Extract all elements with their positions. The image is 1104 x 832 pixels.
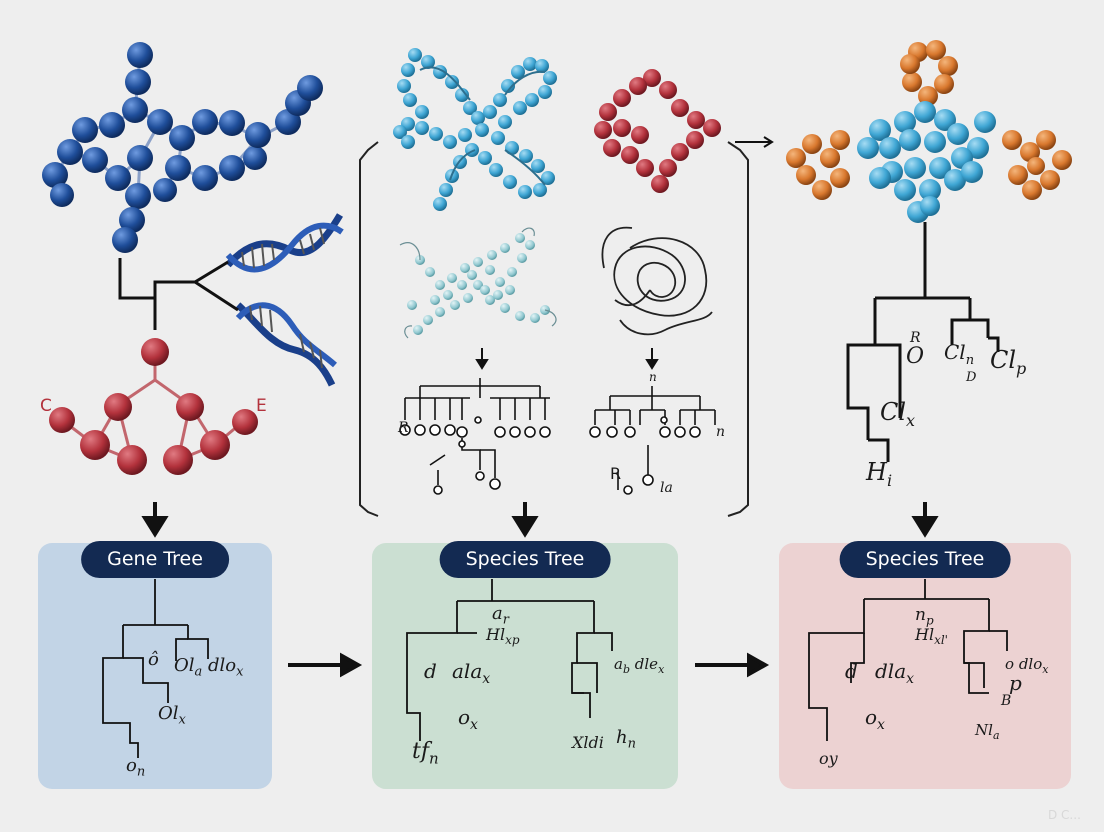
species-tree-panel-1: Species Tree ar Hlxp d alax ab dlex ox X… (372, 541, 678, 789)
small-arrow-right (735, 136, 774, 148)
gene-tree-lines (102, 579, 209, 758)
right-tree-clp: Clp (990, 346, 1027, 378)
dna-helix-top (225, 213, 344, 273)
species1-label-ar: ar (492, 603, 509, 628)
middle-bracket (359, 141, 749, 517)
species2-label-np: np (915, 605, 934, 628)
middle-left-r: R (398, 420, 409, 436)
right-tree-d: D (966, 370, 977, 385)
molecule-label-right: E (256, 396, 267, 416)
middle-small-arrows (475, 348, 659, 370)
blue-atoms (42, 42, 323, 253)
middle-right-n: n (716, 424, 726, 440)
species-tree-title-2: Species Tree (839, 541, 1011, 578)
middle-right-r: R (610, 464, 622, 483)
protein-tangle-strands (399, 227, 557, 339)
red-ring-molecule (594, 69, 721, 193)
gene-tree-title: Gene Tree (81, 541, 229, 578)
gene-label-2: Ola dlox (174, 655, 244, 680)
right-tree-r: R (910, 330, 921, 346)
species2-label-nl: Nla (975, 721, 1000, 742)
light-blue-dna-molecule (393, 48, 557, 211)
species-tree-2-lines (808, 579, 1008, 741)
right-tree-cln: Cln (944, 340, 975, 368)
right-tree (846, 222, 1000, 462)
species1-label-xldi: Xldi (572, 733, 604, 752)
middle-tree-left-nodes (399, 416, 551, 495)
middle-tree-left (404, 378, 550, 485)
species2-label-p: p (1009, 671, 1022, 695)
orange-cluster-left (786, 130, 850, 200)
middle-right-n-top: n (649, 370, 657, 384)
left-connector-lines (118, 258, 239, 330)
species1-label-ala: alax (452, 659, 491, 687)
species2-label-d: d (845, 659, 858, 683)
red-atoms (49, 338, 258, 475)
middle-right-la: la (660, 480, 673, 496)
species1-label-tf: tfn (412, 739, 439, 768)
molecule-label-left: C (40, 396, 52, 416)
gene-label-1: ô (148, 649, 159, 670)
watermark: D C... (1048, 808, 1081, 822)
orange-ring-top (900, 40, 958, 106)
orange-cluster-right (1002, 130, 1072, 200)
species2-label-ox: ox (865, 705, 885, 733)
gene-label-4: on (126, 755, 146, 780)
gene-tree-panel: Gene Tree ô Ola dlox Olx on (38, 541, 272, 789)
down-arrows (141, 502, 939, 538)
gene-label-3: Olx (158, 703, 186, 728)
random-coil (601, 226, 713, 336)
species1-label-ox: ox (458, 705, 478, 733)
light-blue-molecule-right (857, 101, 996, 223)
species2-label-oy: oy (819, 749, 838, 768)
species-tree-1-lines (406, 579, 613, 741)
helix-strand-lines (419, 66, 546, 186)
species2-label-o-dlo: o dlox (1005, 655, 1049, 676)
right-tree-o: O (906, 344, 925, 369)
right-tree-clx: Clx (880, 398, 916, 430)
species1-label-ab: ab dlex (614, 655, 665, 676)
species1-label-hl: Hlxp (486, 625, 520, 648)
species2-label-b: B (1001, 693, 1012, 709)
dna-helix-bottom (235, 302, 337, 387)
species2-label-hl: Hlxl' (915, 625, 948, 648)
right-tree-hi: Hi (866, 458, 893, 490)
species1-label-d: d (424, 659, 437, 683)
middle-tree-right-nodes (589, 416, 701, 495)
species2-label-dla: dlax (875, 659, 915, 687)
protein-tangle-left (407, 233, 550, 335)
right-arrows (288, 652, 770, 678)
species-tree-title-1: Species Tree (439, 541, 611, 578)
species-tree-panel-2: Species Tree np Hlxl' d dlax o dlox p B … (779, 541, 1071, 789)
species1-label-hn: hn (616, 727, 636, 752)
